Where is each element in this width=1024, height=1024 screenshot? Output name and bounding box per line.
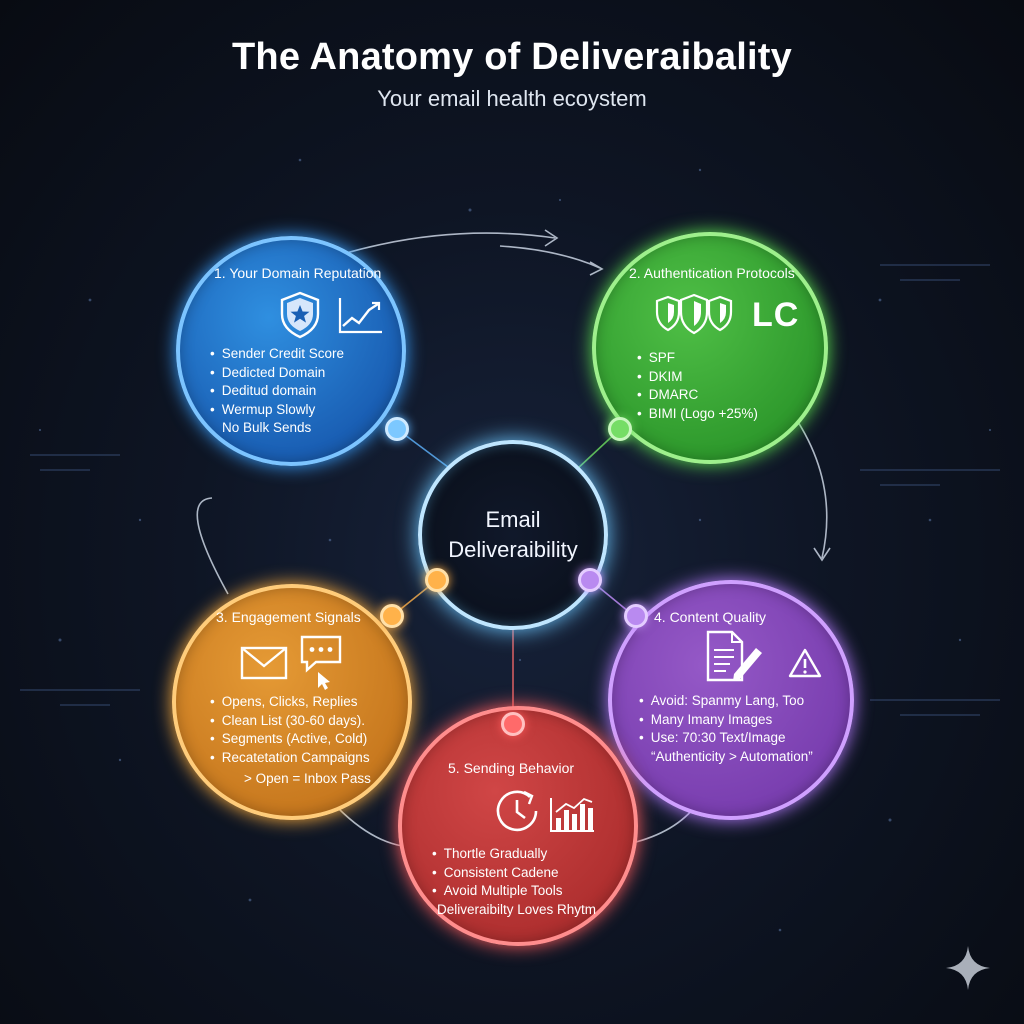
list-item: BIMI (Logo +25%) [637,405,758,424]
list-item: Segments (Active, Cold) [210,730,370,749]
list-item: SPF [637,349,758,368]
content-hub-node [578,568,602,592]
list-item: DKIM [637,368,758,387]
sending-behavior-list: Thortle Gradually Consistent Cadene Avoi… [432,845,563,901]
content-quality-note: “Authenticity > Automation” [651,749,813,764]
engagement-note: > Open = Inbox Pass [244,771,371,786]
shields-icon [655,293,733,335]
sending-connector-node [501,712,525,736]
arrowhead-upper [544,229,559,247]
domain-reputation-list: Sender Credit Score Dedicted Domain Dedi… [210,345,344,419]
list-item: Dedicted Domain [210,364,344,383]
content-connector-node [624,604,648,628]
engagement-connector-node [380,604,404,628]
domain-reputation-note: No Bulk Sends [222,420,312,435]
sending-behavior-circle [398,706,638,946]
arrowhead-lower [589,261,604,276]
chat-bubble-icon [300,635,342,690]
list-item: Deditud domain [210,382,344,401]
authentication-title: 2. Authentication Protocols [629,265,795,281]
sending-behavior-note: Deliveraibilty Loves Rhytm [437,902,597,917]
bimi-logo: LC [752,296,800,334]
list-item: Thortle Gradually [432,845,563,864]
warning-icon [788,648,822,678]
list-item: Use: 70:30 Text/Image [639,729,804,748]
sending-behavior-title: 5. Sending Behavior [448,760,575,776]
hub-label-line2: Deliveraibility [448,537,578,562]
list-item: Recatetation Campaigns [210,749,370,768]
document-pen-icon [706,630,762,682]
hub-label-line1: Email [485,507,541,532]
list-item: Avoid Multiple Tools [432,882,563,901]
trend-chart-icon [338,298,382,334]
arrow-domain-to-auth-lower [499,245,601,269]
sparkle-icon [946,946,990,990]
arrowhead-right [813,547,831,562]
list-item: Avoid: Spanmy Lang, Too [639,692,804,711]
engagement-list: Opens, Clicks, Replies Clean List (30-60… [210,693,370,767]
content-quality-list: Avoid: Spanmy Lang, Too Many Imany Image… [639,692,804,748]
page-title: The Anatomy of Deliveraibality [232,36,792,78]
background-digital-streaks [20,264,1000,716]
engagement-hub-node [425,568,449,592]
list-item: Clean List (30-60 days). [210,712,370,731]
domain-connector-node [385,417,409,441]
domain-reputation-title: 1. Your Domain Reputation [214,265,382,281]
list-item: Wermup Slowly [210,401,344,420]
arrow-engagement-to-sending [337,807,403,847]
list-item: Consistent Cadene [432,864,563,883]
cursor-icon [318,672,330,690]
engagement-title: 3. Engagement Signals [216,609,361,625]
list-item: Sender Credit Score [210,345,344,364]
arrow-engagement-to-domain [196,497,229,595]
list-item: Many Imany Images [639,711,804,730]
envelope-icon [240,646,288,680]
page-subtitle: Your email health ecoystem [377,86,647,111]
bar-chart-icon [550,797,594,832]
list-item: DMARC [637,386,758,405]
content-quality-title: 4. Content Quality [654,609,767,625]
clock-icon [496,790,538,832]
authentication-connector-node [608,417,632,441]
arrow-auth-to-content [789,409,828,559]
list-item: Opens, Clicks, Replies [210,693,370,712]
authentication-list: SPF DKIM DMARC BIMI (Logo +25%) [637,349,758,423]
email-deliverability-hub: Email Deliveraibility [418,440,608,630]
shield-star-icon [280,291,320,339]
